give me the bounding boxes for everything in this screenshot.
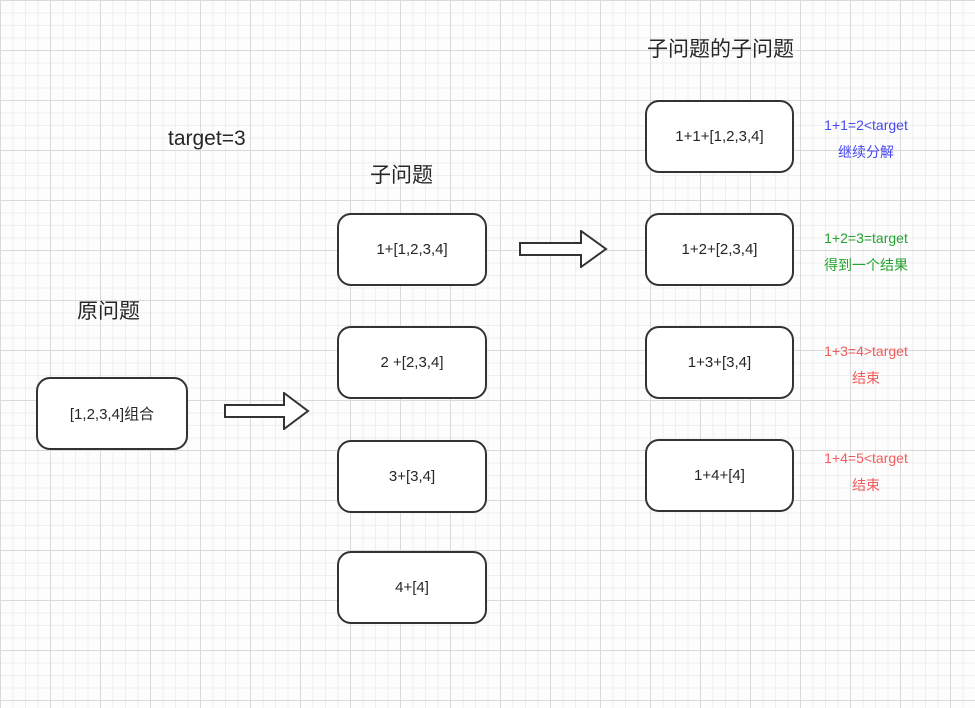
node-label: 3+[3,4]	[388, 468, 436, 485]
annotation-line: 1+3=4>target	[824, 343, 908, 359]
target-label: target=3	[168, 127, 246, 150]
node-subsubproblem-2: 1+2+[2,3,4]	[645, 213, 794, 286]
node-subproblem-2: 2 +[2,3,4]	[337, 326, 487, 399]
annotation-result: 1+2=3=target 得到一个结果	[796, 225, 936, 279]
annotation-continue: 1+1=2<target 继续分解	[796, 112, 936, 166]
sub-sub-problem-label: 子问题的子问题	[647, 38, 794, 61]
annotation-end-2: 1+4=5<target 结束	[796, 445, 936, 499]
annotation-line: 1+1=2<target	[824, 117, 908, 133]
node-subsubproblem-4: 1+4+[4]	[645, 439, 794, 512]
annotation-line: 1+2=3=target	[824, 230, 908, 246]
block-arrow-right-icon	[224, 392, 310, 430]
node-subproblem-4: 4+[4]	[337, 551, 487, 624]
node-label: [1,2,3,4]组合	[69, 406, 155, 423]
node-subsubproblem-1: 1+1+[1,2,3,4]	[645, 100, 794, 173]
node-label: 2 +[2,3,4]	[380, 354, 444, 371]
annotation-line: 结束	[852, 370, 880, 386]
node-subsubproblem-3: 1+3+[3,4]	[645, 326, 794, 399]
node-original-problem: [1,2,3,4]组合	[36, 377, 188, 450]
original-problem-label: 原问题	[77, 300, 140, 323]
sub-problem-label: 子问题	[370, 164, 433, 187]
node-subproblem-1: 1+[1,2,3,4]	[337, 213, 487, 286]
annotation-line: 继续分解	[838, 144, 894, 160]
annotation-line: 得到一个结果	[824, 257, 908, 273]
block-arrow-right-icon	[519, 230, 608, 268]
annotation-line: 结束	[852, 477, 880, 493]
node-label: 1+3+[3,4]	[687, 354, 752, 371]
annotation-line: 1+4=5<target	[824, 450, 908, 466]
node-subproblem-3: 3+[3,4]	[337, 440, 487, 513]
node-label: 1+[1,2,3,4]	[376, 241, 448, 258]
node-label: 1+2+[2,3,4]	[681, 241, 758, 258]
node-label: 1+1+[1,2,3,4]	[675, 128, 764, 145]
node-label: 4+[4]	[395, 579, 429, 596]
node-label: 1+4+[4]	[694, 467, 745, 484]
annotation-end-1: 1+3=4>target 结束	[796, 338, 936, 392]
